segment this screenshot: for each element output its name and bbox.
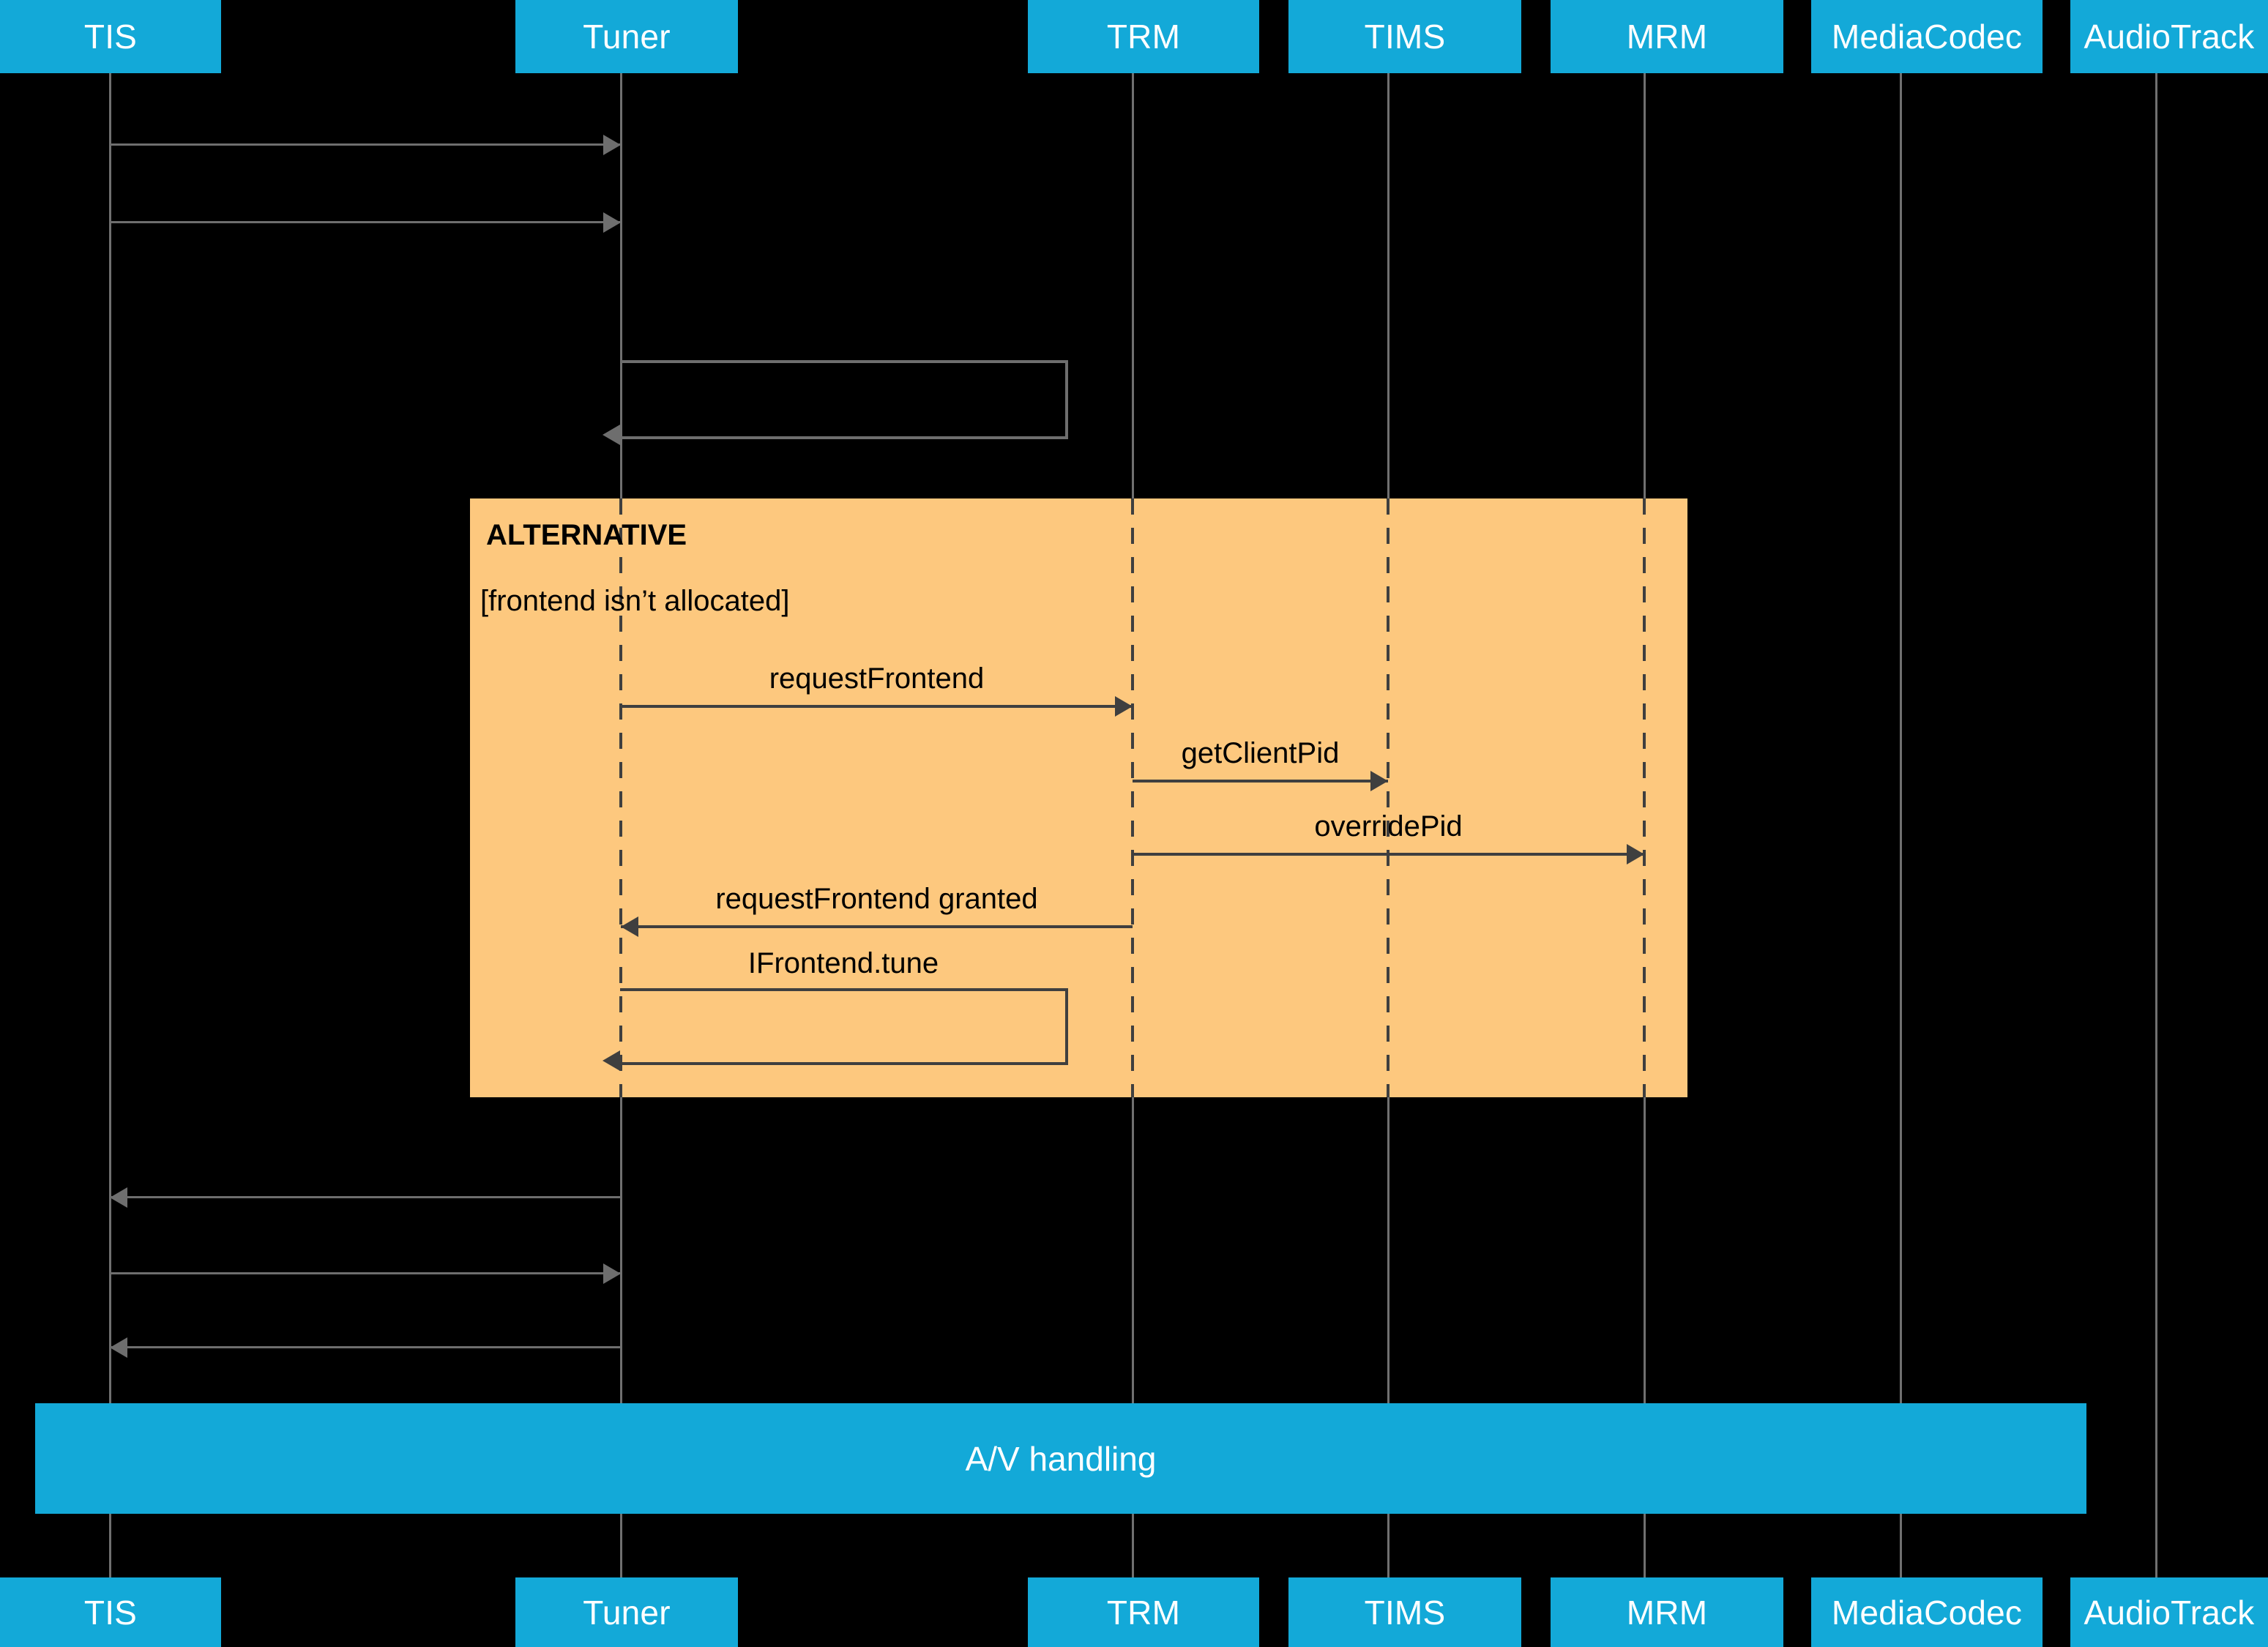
actor-label-mrm: MRM: [1626, 1593, 1708, 1632]
message-line-m6: [1133, 853, 1644, 856]
actor-label-audiotrack: AudioTrack: [2084, 1593, 2255, 1632]
actor-footer-audiotrack[interactable]: AudioTrack: [2070, 1577, 2268, 1647]
message-line-m9: [110, 1196, 621, 1198]
self-call-m3: [620, 360, 1068, 439]
actor-label-mediacodec: MediaCodec: [1831, 1593, 2023, 1632]
alt-fragment-title: ALTERNATIVE: [486, 519, 687, 551]
actor-label-tis: TIS: [83, 18, 138, 56]
actor-label-tims: TIMS: [1364, 18, 1446, 56]
arrowhead-m8: [603, 1050, 620, 1071]
actor-label-tuner: Tuner: [583, 18, 671, 56]
arrowhead-m3: [603, 425, 620, 445]
lifeline-in-fragment-tims: [1387, 498, 1389, 1097]
message-line-m5: [1133, 780, 1388, 783]
actor-header-trm[interactable]: TRM: [1028, 0, 1259, 73]
actor-label-tuner: Tuner: [583, 1593, 671, 1632]
actor-footer-tis[interactable]: TIS: [0, 1577, 221, 1647]
arrowhead-m6: [1627, 844, 1644, 864]
lifeline-mediacodec: [1900, 73, 1902, 1577]
actor-label-trm: TRM: [1106, 18, 1181, 56]
message-line-m10: [110, 1272, 621, 1274]
lifeline-in-fragment-mrm: [1643, 498, 1646, 1097]
arrowhead-m11: [110, 1337, 127, 1358]
message-line-m1: [110, 143, 621, 146]
actor-label-tis: TIS: [83, 1593, 138, 1632]
message-line-m4: [621, 705, 1133, 708]
arrowhead-m9: [110, 1187, 127, 1208]
lifeline-in-fragment-trm: [1131, 498, 1134, 1097]
actor-label-audiotrack: AudioTrack: [2084, 18, 2255, 56]
arrowhead-m4: [1115, 696, 1133, 717]
message-label-m4: requestFrontend: [769, 662, 985, 695]
arrowhead-m1: [603, 135, 621, 155]
message-line-m11: [110, 1346, 621, 1348]
lifeline-audiotrack: [2155, 73, 2157, 1577]
actor-header-tis[interactable]: TIS: [0, 0, 221, 73]
lifeline-in-fragment-tuner: [619, 498, 622, 1097]
actor-footer-mrm[interactable]: MRM: [1551, 1577, 1783, 1647]
actor-header-tuner[interactable]: Tuner: [515, 0, 738, 73]
arrowhead-m5: [1370, 771, 1388, 791]
av-handling-banner: A/V handling: [35, 1403, 2086, 1514]
message-label-m8: IFrontend.tune: [747, 947, 939, 979]
self-call-m8: [620, 988, 1068, 1065]
actor-label-mrm: MRM: [1626, 18, 1708, 56]
actor-footer-tims[interactable]: TIMS: [1288, 1577, 1521, 1647]
actor-header-audiotrack[interactable]: AudioTrack: [2070, 0, 2268, 73]
message-label-m5: getClientPid: [1181, 737, 1340, 769]
message-label-m7: requestFrontend granted: [715, 883, 1038, 915]
message-line-m2: [110, 221, 621, 223]
lifeline-tis: [109, 73, 111, 1577]
alt-fragment: [470, 498, 1687, 1097]
actor-footer-mediacodec[interactable]: MediaCodec: [1811, 1577, 2043, 1647]
actor-header-mrm[interactable]: MRM: [1551, 0, 1783, 73]
actor-label-trm: TRM: [1106, 1593, 1181, 1632]
av-handling-label: A/V handling: [965, 1439, 1157, 1478]
arrowhead-m2: [603, 212, 621, 233]
message-line-m7: [621, 925, 1133, 928]
message-label-m6: overridePid: [1314, 810, 1463, 843]
actor-label-tims: TIMS: [1364, 1593, 1446, 1632]
actor-label-mediacodec: MediaCodec: [1831, 18, 2023, 56]
alt-fragment-condition: [frontend isn’t allocated]: [480, 585, 790, 617]
arrowhead-m10: [603, 1263, 621, 1284]
actor-footer-trm[interactable]: TRM: [1028, 1577, 1259, 1647]
arrowhead-m7: [621, 916, 638, 937]
actor-header-tims[interactable]: TIMS: [1288, 0, 1521, 73]
actor-footer-tuner[interactable]: Tuner: [515, 1577, 738, 1647]
actor-header-mediacodec[interactable]: MediaCodec: [1811, 0, 2043, 73]
